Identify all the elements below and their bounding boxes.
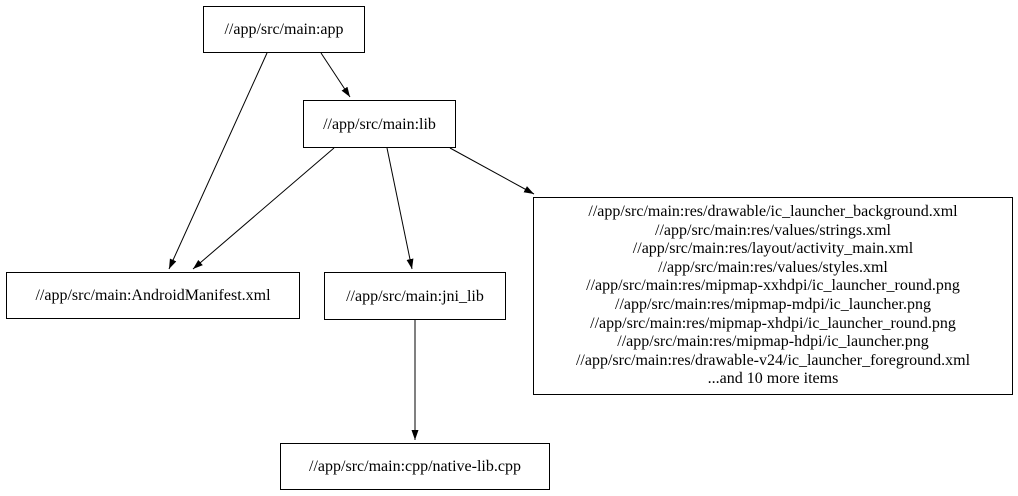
graph-node-android-manifest: //app/src/main:AndroidManifest.xml (6, 272, 300, 319)
res-file-item: //app/src/main:res/mipmap-xhdpi/ic_launc… (590, 314, 956, 332)
graph-node-android-manifest-label: //app/src/main:AndroidManifest.xml (35, 287, 271, 304)
graph-node-app: //app/src/main:app (203, 6, 365, 53)
graph-node-app-label: //app/src/main:app (224, 21, 344, 38)
res-file-item: //app/src/main:res/mipmap-mdpi/ic_launch… (615, 296, 931, 313)
edge-app-to-manifest (168, 52, 268, 270)
res-file-item: //app/src/main:res/values/strings.xml (655, 221, 891, 239)
edge-lib-to-jni_lib (386, 147, 414, 270)
graph-node-lib-label: //app/src/main:lib (323, 115, 436, 133)
edge-app-to-lib (320, 52, 351, 98)
edge-lib-to-res_files (449, 147, 535, 195)
graph-node-jni-lib: //app/src/main:jni_lib (324, 272, 506, 320)
graph-node-lib: //app/src/main:lib (303, 100, 456, 148)
graph-node-native-lib-cpp: //app/src/main:cpp/native-lib.cpp (280, 443, 550, 490)
res-file-item: //app/src/main:res/drawable/ic_launcher_… (588, 203, 958, 221)
graph-node-native-lib-cpp-label: //app/src/main:cpp/native-lib.cpp (309, 458, 521, 475)
res-file-item: //app/src/main:res/drawable-v24/ic_launc… (575, 351, 971, 369)
graph-node-res-files: //app/src/main:res/drawable/ic_launcher_… (533, 197, 1013, 395)
edge-lib-to-manifest (192, 147, 335, 270)
res-files-more-items: ...and 10 more items (707, 370, 839, 388)
res-file-item: //app/src/main:res/values/styles.xml (658, 258, 888, 276)
res-file-item: //app/src/main:res/layout/activity_main.… (632, 240, 914, 258)
res-file-item: //app/src/main:res/mipmap-xxhdpi/ic_laun… (586, 277, 960, 295)
graph-node-jni-lib-label: //app/src/main:jni_lib (346, 287, 484, 305)
res-file-item: //app/src/main:res/mipmap-hdpi/ic_launch… (617, 333, 929, 351)
